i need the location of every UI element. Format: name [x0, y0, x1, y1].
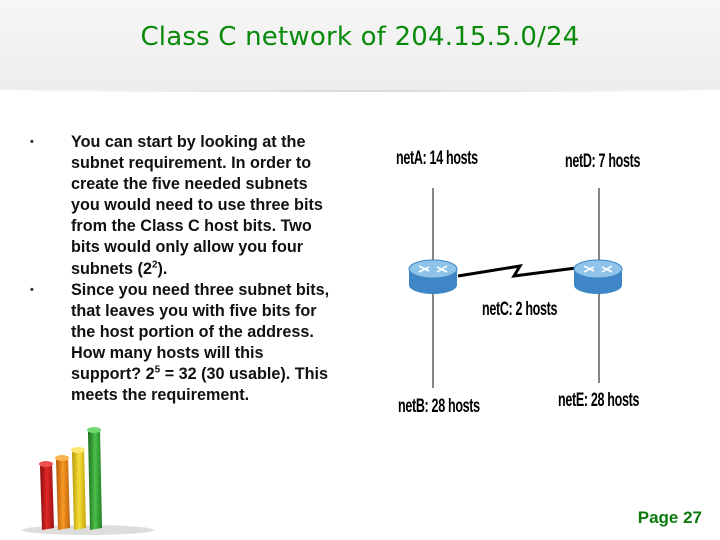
slide-title: Class C network of 204.15.5.0/24 [140, 22, 580, 52]
serial-link-icon [457, 264, 577, 278]
bullet-text-end: ). [157, 259, 168, 278]
bullet-item: • Since you need three subnet bits, that… [30, 280, 335, 407]
bullet-text: You can start by looking at the subnet r… [71, 133, 323, 278]
netE-label: netE: 28 hosts [558, 390, 640, 411]
bullet-list: • You can start by looking at the subnet… [30, 132, 335, 406]
netC-label: netC: 2 hosts [482, 299, 558, 320]
netB-label: netB: 28 hosts [398, 396, 480, 417]
bullet-text: Since you need three subnet bits, that l… [71, 280, 330, 384]
bar-chart-icon [22, 427, 154, 535]
router-icon [408, 259, 458, 294]
netD-label: netD: 7 hosts [565, 151, 641, 172]
bullet-marker: • [30, 283, 34, 296]
title-divider [0, 90, 720, 92]
exponent: 2 [151, 259, 158, 271]
bullet-text-end: = 32 (30 usable). This meets the require… [71, 365, 328, 405]
title-bar: Class C network of 204.15.5.0/24 [0, 0, 720, 92]
netA-label: netA: 14 hosts [396, 148, 478, 169]
bullet-marker: • [30, 136, 34, 148]
bullet-item: • You can start by looking at the subnet… [30, 132, 335, 280]
exponent: 5 [154, 364, 161, 376]
page-number: Page 27 [637, 508, 702, 527]
router-icon [573, 259, 623, 294]
